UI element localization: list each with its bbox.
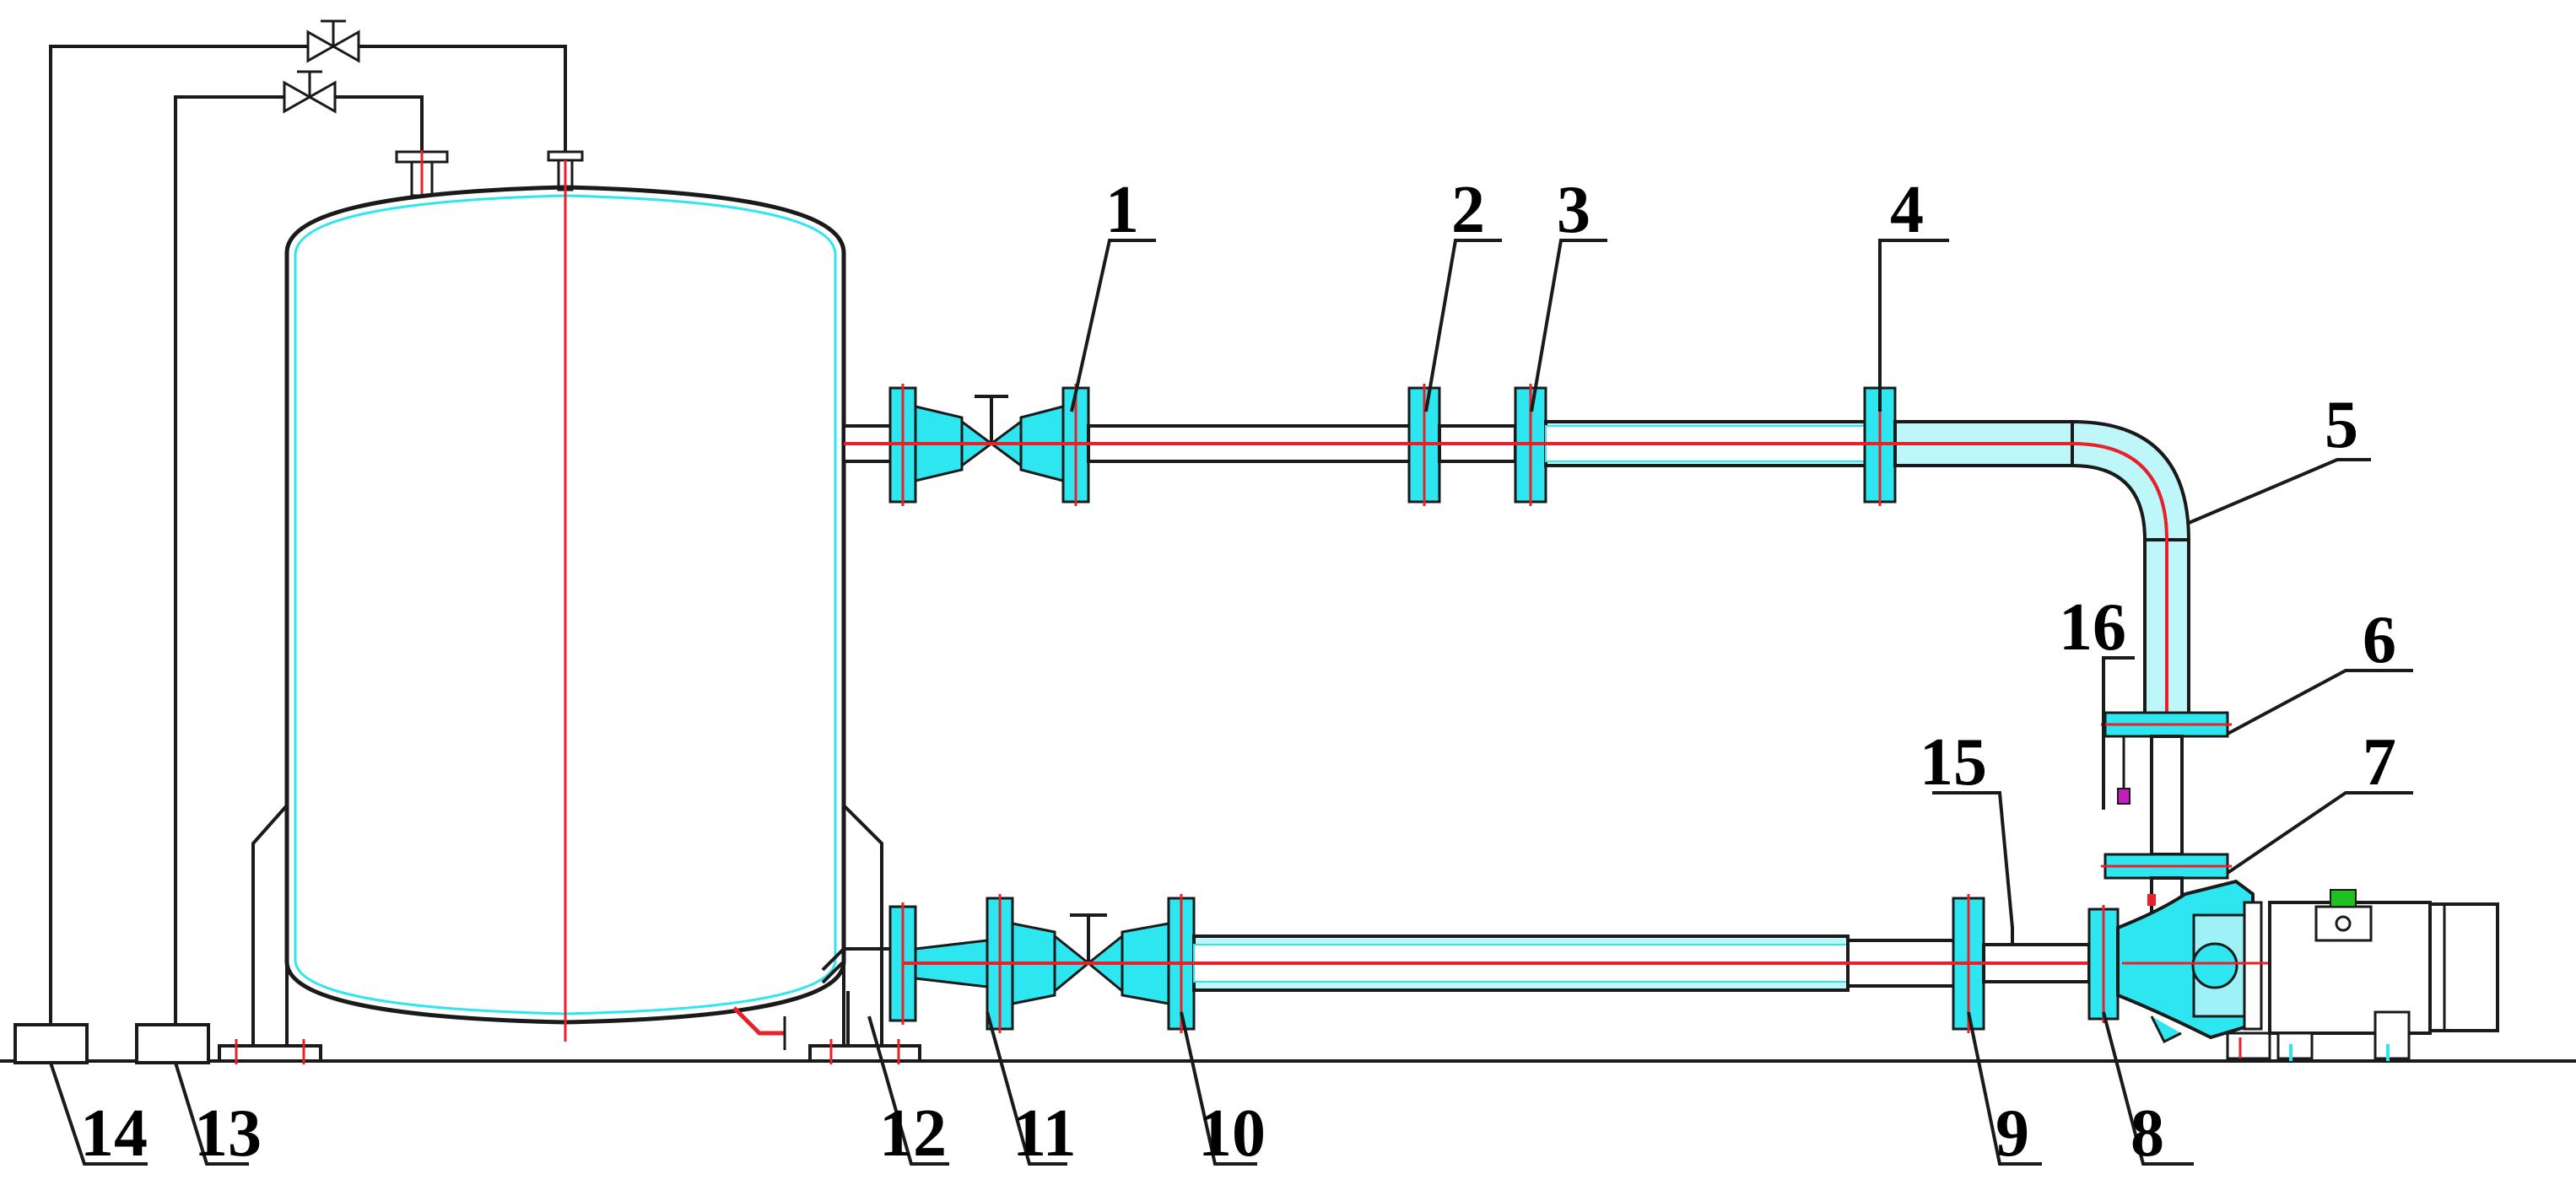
label-5: 5: [2325, 388, 2358, 462]
label-1: 1: [1105, 173, 1139, 247]
label-8: 8: [2130, 1096, 2164, 1171]
label-9: 9: [1995, 1096, 2029, 1171]
label-3: 3: [1557, 173, 1590, 247]
label-6: 6: [2363, 603, 2396, 677]
label-15: 15: [1920, 725, 1987, 800]
tank-top-nozzle-left: [395, 150, 449, 198]
label-14: 14: [80, 1096, 148, 1171]
storage-tank: [218, 160, 883, 1064]
label-7: 7: [2363, 725, 2396, 800]
label-11: 11: [1013, 1096, 1077, 1171]
elbow-5: [2071, 419, 2191, 541]
flange-7: [2101, 853, 2232, 880]
pump-unit: [2116, 879, 2499, 1061]
flange-6: [2101, 711, 2232, 738]
box-13: [135, 1023, 210, 1064]
sensor-16: [2117, 788, 2130, 805]
upper-pipeline: [842, 384, 2232, 913]
pipe-support-12: [808, 991, 921, 1064]
valve-top-13: [283, 70, 337, 114]
gate-valve-upper: [960, 395, 1023, 468]
label-2: 2: [1451, 173, 1485, 247]
box-14: [14, 1023, 89, 1064]
labels: 1 2 3 4 5 6 7 8 9 10 11 12 13 14 15 16: [80, 173, 2396, 1171]
instrument-line-13: [135, 70, 424, 1064]
label-10: 10: [1198, 1096, 1266, 1171]
leader-lines: [49, 239, 2413, 1166]
instrument-line-14: [14, 19, 567, 1064]
label-16: 16: [2059, 590, 2126, 665]
gate-valve-lower: [1053, 913, 1124, 994]
valve-top-14: [306, 19, 360, 63]
label-12: 12: [879, 1096, 947, 1171]
label-4: 4: [1890, 173, 1924, 247]
flange-8: [2087, 905, 2120, 1023]
lower-pipeline: [821, 894, 2126, 1033]
label-13: 13: [194, 1096, 262, 1171]
